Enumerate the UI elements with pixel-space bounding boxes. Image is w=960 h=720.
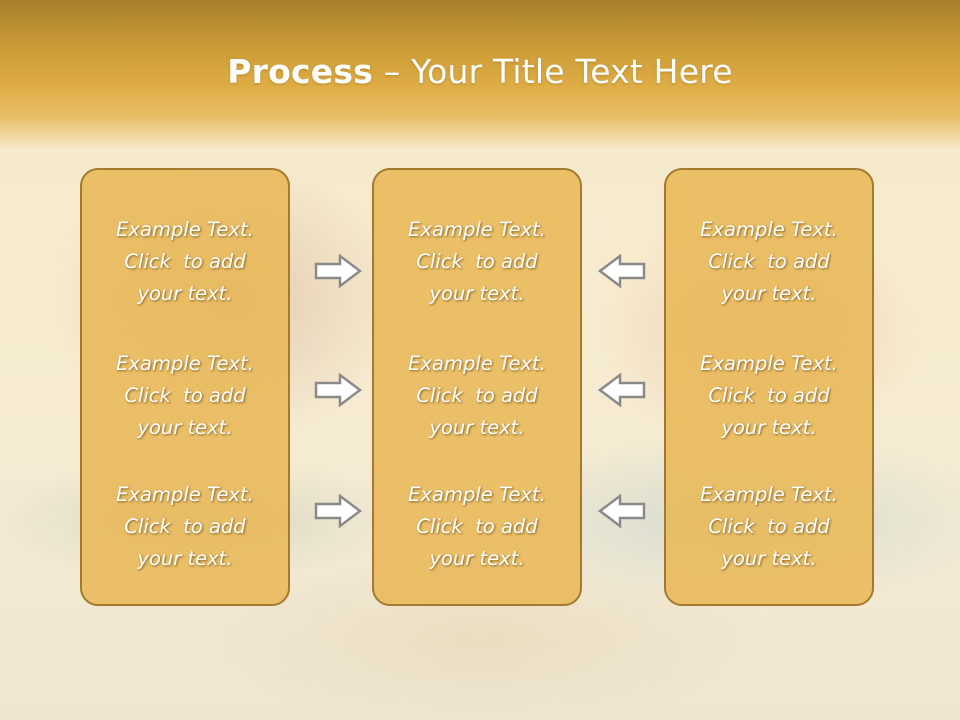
text-line: Example Text. xyxy=(116,218,254,241)
text-line: Example Text. xyxy=(408,352,546,375)
text-line: Example Text. xyxy=(408,218,546,241)
text-line: Click to add xyxy=(708,515,830,538)
left-arrow-icon[interactable] xyxy=(598,254,646,288)
text-block[interactable]: Example Text. Click to add your text. xyxy=(374,214,580,310)
right-arrow-icon[interactable] xyxy=(314,494,362,528)
right-arrow-icon[interactable] xyxy=(314,254,362,288)
text-line: your text. xyxy=(137,416,233,439)
text-line: Click to add xyxy=(416,384,538,407)
text-line: your text. xyxy=(429,282,525,305)
text-line: Click to add xyxy=(416,515,538,538)
text-line: your text. xyxy=(429,416,525,439)
text-block[interactable]: Example Text. Click to add your text. xyxy=(666,479,872,575)
text-block[interactable]: Example Text. Click to add your text. xyxy=(82,348,288,444)
title-rest: – Your Title Text Here xyxy=(373,52,733,91)
text-line: Example Text. xyxy=(700,218,838,241)
left-arrow-icon[interactable] xyxy=(598,373,646,407)
text-line: Click to add xyxy=(124,384,246,407)
text-line: Example Text. xyxy=(700,483,838,506)
right-arrow-icon[interactable] xyxy=(314,373,362,407)
text-line: Example Text. xyxy=(116,352,254,375)
text-line: your text. xyxy=(137,547,233,570)
text-line: your text. xyxy=(429,547,525,570)
left-arrow-icon[interactable] xyxy=(598,494,646,528)
text-line: Click to add xyxy=(124,515,246,538)
text-block[interactable]: Example Text. Click to add your text. xyxy=(666,214,872,310)
text-line: Click to add xyxy=(708,250,830,273)
text-block[interactable]: Example Text. Click to add your text. xyxy=(374,479,580,575)
text-line: Click to add xyxy=(708,384,830,407)
text-block[interactable]: Example Text. Click to add your text. xyxy=(82,479,288,575)
process-box-right[interactable]: Example Text. Click to add your text. Ex… xyxy=(664,168,874,606)
process-box-center[interactable]: Example Text. Click to add your text. Ex… xyxy=(372,168,582,606)
text-line: your text. xyxy=(137,282,233,305)
title-banner xyxy=(0,0,960,150)
text-line: Click to add xyxy=(124,250,246,273)
text-block[interactable]: Example Text. Click to add your text. xyxy=(82,214,288,310)
text-line: Example Text. xyxy=(700,352,838,375)
text-line: your text. xyxy=(721,282,817,305)
title-bold: Process xyxy=(227,52,374,91)
process-box-left[interactable]: Example Text. Click to add your text. Ex… xyxy=(80,168,290,606)
slide-title[interactable]: Process – Your Title Text Here xyxy=(0,52,960,91)
text-line: your text. xyxy=(721,416,817,439)
text-line: your text. xyxy=(721,547,817,570)
text-line: Example Text. xyxy=(408,483,546,506)
text-block[interactable]: Example Text. Click to add your text. xyxy=(666,348,872,444)
text-block[interactable]: Example Text. Click to add your text. xyxy=(374,348,580,444)
text-line: Example Text. xyxy=(116,483,254,506)
text-line: Click to add xyxy=(416,250,538,273)
